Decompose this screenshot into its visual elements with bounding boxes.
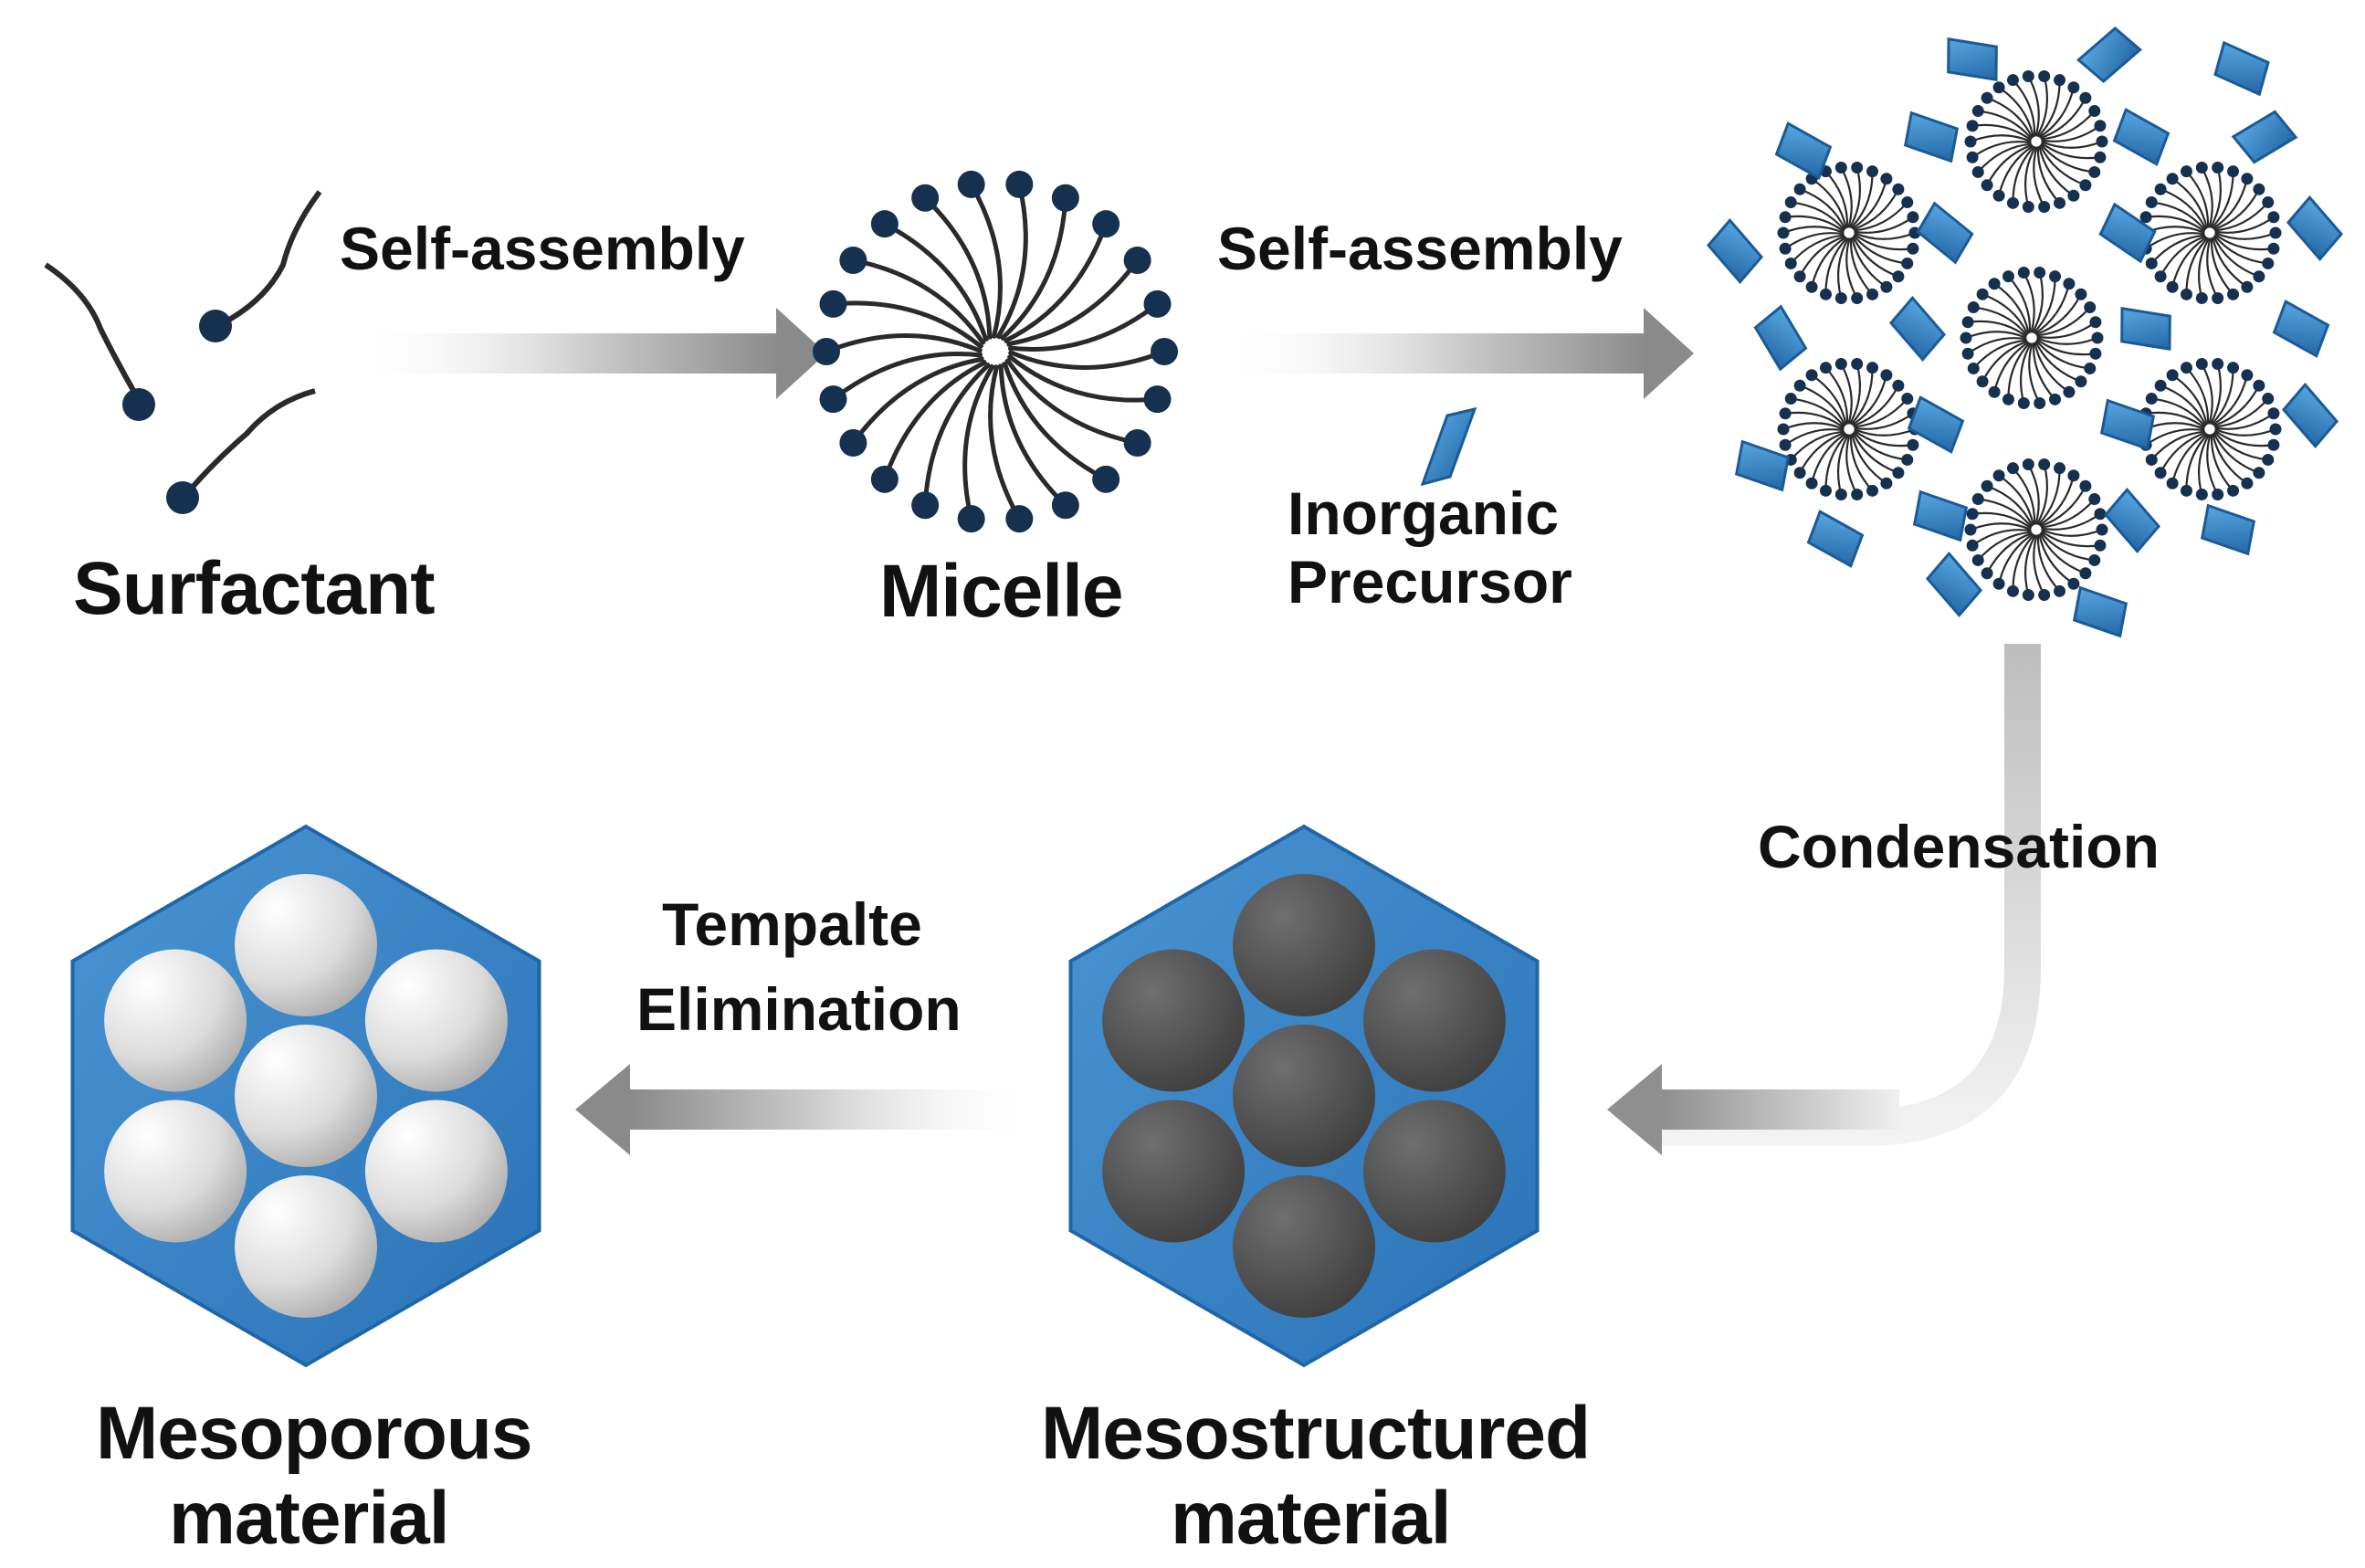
precursor-rhombus-21 xyxy=(2103,487,2161,554)
self-assembly-label-1: Self-assembly xyxy=(340,215,745,282)
cluster-micelle-7 xyxy=(1964,458,2108,601)
mesostructured-label-line1: Mesostructured xyxy=(1041,1392,1590,1475)
cluster-micelle-1 xyxy=(1964,70,2108,213)
inorganic-precursor-label-line1: Inorganic xyxy=(1288,479,1559,547)
precursor-rhombus-15 xyxy=(2272,300,2330,358)
mesoporous-pore-2 xyxy=(235,874,377,1016)
surfactant-label: Surfactant xyxy=(73,547,435,630)
mesoporous-label-line1: Mesoporous xyxy=(96,1392,531,1475)
cluster-micelle-6 xyxy=(2138,358,2282,500)
precursor-rhombus-8 xyxy=(1706,217,1764,285)
mesostructured-pore-1 xyxy=(1233,1025,1375,1167)
surfactant-molecules xyxy=(44,190,322,514)
arrow-template-elimination xyxy=(575,1064,1023,1155)
mesostructured-pore-3 xyxy=(1362,949,1506,1092)
arrow-condensation xyxy=(1607,644,2041,1155)
precursor-rhombus-1 xyxy=(1947,37,1998,81)
mesoporous-pore-3 xyxy=(364,949,508,1092)
mesostructured-pore-7 xyxy=(1102,949,1246,1092)
precursor-rhombus-23 xyxy=(2200,503,2256,556)
precursor-rhombus-2 xyxy=(2076,26,2143,84)
mesostructured-pore-6 xyxy=(1102,1100,1246,1243)
precursor-rhombus-9 xyxy=(2286,195,2344,262)
arrow-self-assembly-2 xyxy=(1237,308,1694,399)
cluster-micelle-5 xyxy=(1777,358,1921,500)
precursor-rhombus-3 xyxy=(1903,110,1960,163)
cluster-micelle-3 xyxy=(2138,162,2282,304)
precursor-rhombus-11 xyxy=(2098,202,2157,264)
precursor-rhombus-17 xyxy=(2099,398,2156,451)
inorganic-precursor-icon xyxy=(1420,406,1477,487)
precursor-rhombus-22 xyxy=(1806,510,1865,568)
mesoporous-pore-6 xyxy=(104,1100,247,1243)
precursor-rhombus-18 xyxy=(1734,439,1791,492)
precursor-rhombus-5 xyxy=(1774,121,1833,180)
cluster-micelle-2 xyxy=(1777,162,1921,304)
mesostructured-material-illustration xyxy=(1068,824,1540,1368)
precursor-rhombus-16 xyxy=(1907,395,1965,454)
cluster-micelle-4 xyxy=(1960,267,2104,409)
precursor-rhombus-14 xyxy=(1753,304,1808,372)
arrow-self-assembly-1 xyxy=(370,308,826,399)
mesostructured-pore-4 xyxy=(1362,1100,1506,1243)
inorganic-precursor-label-line2: Precursor xyxy=(1288,548,1572,616)
precursor-rhombus-7 xyxy=(2213,40,2270,97)
mesoporous-pore-7 xyxy=(104,949,247,1092)
precursor-rhombus-24 xyxy=(1925,551,1983,618)
mesoporous-pore-1 xyxy=(235,1025,377,1167)
micelle-label: Micelle xyxy=(879,550,1122,633)
template-elimination-label-line2: Elimination xyxy=(636,975,962,1043)
precursor-rhombus-6 xyxy=(2231,110,2298,164)
self-assembly-label-2: Self-assembly xyxy=(1217,215,1623,282)
mesoporous-pore-5 xyxy=(235,1175,377,1318)
precursor-rhombus-4 xyxy=(2112,108,2171,166)
mesoporous-material-illustration xyxy=(70,824,541,1368)
precursor-rhombus-19 xyxy=(2281,382,2339,449)
precursor-rhombus-13 xyxy=(2120,307,2171,351)
mesoporous-pore-4 xyxy=(364,1100,508,1243)
micelle-precursor-cluster xyxy=(1706,26,2344,638)
condensation-label: Condensation xyxy=(1758,813,2160,880)
mesostructured-pore-5 xyxy=(1233,1175,1375,1318)
precursor-rhombus-25 xyxy=(2072,585,2128,638)
precursor-rhombus-10 xyxy=(1916,201,1974,265)
mesoporous-label-line2: material xyxy=(169,1477,449,1560)
mesostructured-pore-2 xyxy=(1233,874,1375,1016)
micelle-molecule-ring xyxy=(813,170,1178,533)
template-elimination-label-line1: Tempalte xyxy=(662,890,922,958)
micelle-illustration xyxy=(813,170,1178,533)
mesostructured-label-line2: material xyxy=(1171,1477,1451,1560)
precursor-rhombus-12 xyxy=(1888,295,1947,363)
precursor-rhombus-20 xyxy=(1912,489,1969,542)
